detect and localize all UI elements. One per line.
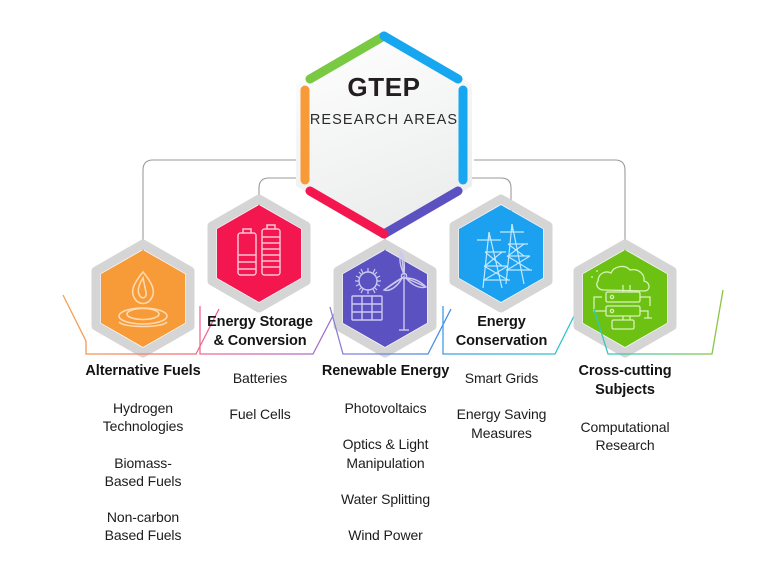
bracket-alternative-fuels [62, 294, 220, 355]
category-item: Fuel Cells [229, 406, 291, 423]
bracket-energy-conservation [442, 306, 579, 355]
category-item: Wind Power [348, 526, 423, 543]
hexagon-cross-cutting[interactable] [573, 239, 724, 358]
battery-icon [237, 224, 281, 276]
category-item: Biomass-Based Fuels [104, 454, 182, 489]
center-edge-green [305, 31, 389, 84]
bracket-cross-cutting [593, 289, 724, 355]
category-item: Smart Grids [464, 370, 539, 387]
bracket-renewable-energy [329, 306, 452, 355]
solar-wind-icon [351, 250, 428, 331]
hexagon-renewable-energy[interactable] [329, 239, 452, 358]
category-block-renewable-energy: Renewable Energy Photovoltaics Optics & … [303, 362, 468, 544]
center-edge-blue [379, 31, 463, 84]
category-item: Batteries [232, 370, 288, 387]
bracket-energy-storage [199, 306, 338, 355]
category-title-alternative-fuels: Alternative Fuels [85, 363, 201, 379]
hexagon-energy-conservation[interactable] [442, 194, 579, 355]
category-item: Water Splitting [340, 490, 430, 507]
center-edge-pink [305, 186, 389, 239]
cloud-computing-icon [591, 265, 652, 330]
power-tower-icon [477, 223, 532, 289]
category-title-renewable-energy: Renewable Energy [321, 363, 450, 379]
category-block-energy-storage: Energy Storage& Conversion Batteries Fue… [180, 313, 340, 424]
fuel-drop-icon [118, 270, 168, 328]
category-title-energy-storage: Energy Storage& Conversion [207, 314, 313, 350]
category-item: Photovoltaics [344, 400, 427, 417]
center-hexagon[interactable] [296, 31, 472, 239]
hexagon-energy-storage[interactable] [199, 194, 338, 355]
center-edge-purple [379, 186, 463, 239]
hexagon-alternative-fuels[interactable] [62, 239, 220, 358]
